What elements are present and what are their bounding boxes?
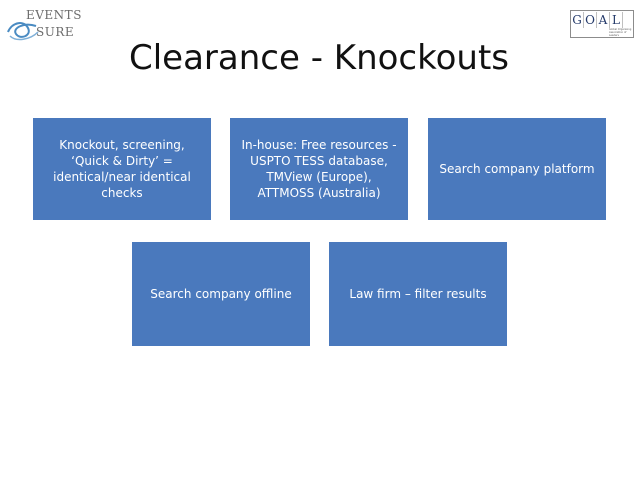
knockout-screening-box: Knockout, screening, ‘Quick & Dirty’ = i… <box>33 118 211 220</box>
logo-text-events: EVENTS <box>26 8 82 22</box>
in-house-free-resources-text: In-house: Free resources - USPTO TESS da… <box>241 138 397 200</box>
goal-letter-l: L <box>610 12 623 28</box>
goal-letter-g: G <box>571 12 584 28</box>
search-company-offline-box: Search company offline <box>132 242 310 346</box>
events-sure-logo: EVENTS SURE <box>6 6 88 46</box>
knockout-screening-text: Knockout, screening, ‘Quick & Dirty’ = i… <box>53 138 191 200</box>
goal-letters: G O A L <box>571 12 623 30</box>
law-firm-filter-text: Law firm – filter results <box>349 287 487 301</box>
events-sure-swirl-icon <box>7 22 39 41</box>
logo-text-sure: SURE <box>36 25 75 39</box>
search-company-platform-text: Search company platform <box>439 162 595 176</box>
goal-letter-a: A <box>597 12 610 28</box>
search-company-platform-box: Search company platform <box>428 118 606 220</box>
slide-title: Clearance - Knockouts <box>128 38 509 78</box>
goal-tagline: Global Organising Association of Leaders <box>609 28 632 37</box>
law-firm-filter-box: Law firm – filter results <box>329 242 507 346</box>
search-company-offline-text: Search company offline <box>150 287 292 301</box>
in-house-free-resources-box: In-house: Free resources - USPTO TESS da… <box>230 118 408 220</box>
goal-logo: G O A L Global Organising Association of… <box>570 10 634 38</box>
goal-letter-o: O <box>584 12 597 28</box>
